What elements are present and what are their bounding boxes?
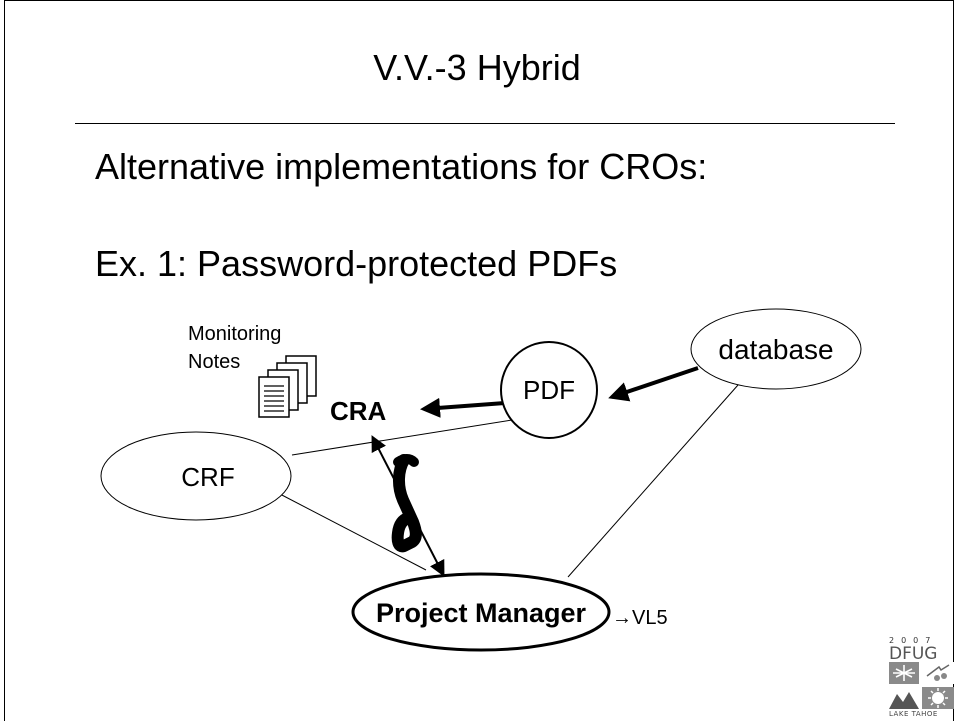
arrow-pdf-to-cra xyxy=(420,397,506,418)
slide-frame-left xyxy=(4,0,5,721)
slide-heading: Alternative implementations for CROs: xyxy=(95,146,708,187)
documents-icon xyxy=(258,355,317,418)
node-crf xyxy=(100,431,292,521)
logo-year: 2007 xyxy=(889,636,938,645)
node-crf-label: CRF xyxy=(181,462,234,492)
line-crf-pdf xyxy=(291,419,513,456)
node-project-manager xyxy=(351,572,611,652)
arrow-database-to-pdf xyxy=(608,366,699,402)
node-pdf xyxy=(500,341,598,439)
monitoring-notes-label-line2: Notes xyxy=(188,351,240,373)
node-cra-label: CRA xyxy=(330,396,387,426)
node-pdf-label: PDF xyxy=(523,375,575,405)
title-divider xyxy=(75,123,895,124)
slide-title: V.V.-3 Hybrid xyxy=(373,47,581,88)
node-database xyxy=(690,308,862,390)
node-project-manager-label: Project Manager xyxy=(376,598,587,628)
line-database-pm xyxy=(567,384,739,578)
telephone-icon xyxy=(391,454,422,553)
slide-subheading: Ex. 1: Password-protected PDFs xyxy=(95,243,618,284)
slide-frame-top xyxy=(4,0,954,1)
logo-tiles xyxy=(889,662,954,709)
monitoring-notes-label-line1: Monitoring xyxy=(188,323,281,345)
logo-name: DFUG xyxy=(889,644,938,664)
vl5-label: →VL5 xyxy=(612,607,668,629)
dfug-logo: 2007 DFUG LAKE TAHOE xyxy=(889,634,954,721)
logo-place: LAKE TAHOE xyxy=(889,710,938,718)
node-database-label: database xyxy=(718,334,833,365)
